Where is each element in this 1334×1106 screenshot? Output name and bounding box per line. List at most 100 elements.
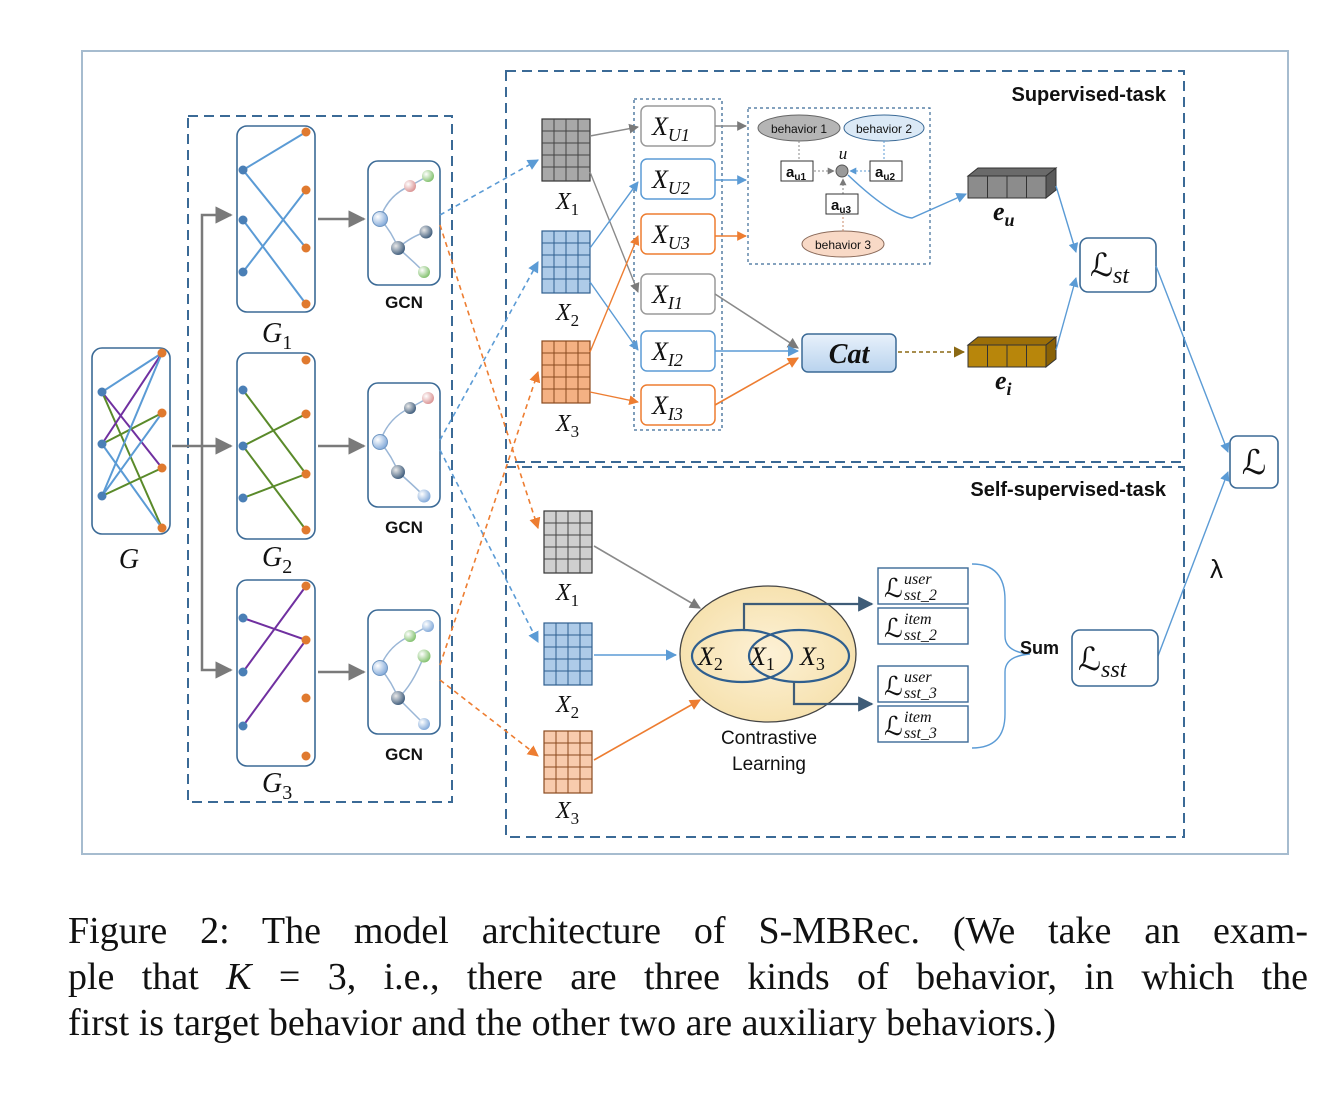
xi1-box: XI1 — [640, 273, 716, 315]
svg-text:XU3: XU3 — [651, 220, 690, 253]
matrix-X1-supervised-label: X1 — [555, 189, 579, 219]
matrix-X3-supervised-label: X3 — [555, 411, 579, 441]
matrix-X2-supervised-label: X2 — [555, 300, 579, 330]
graph-split-arrows — [172, 206, 233, 679]
svg-text:sst_3: sst_3 — [904, 685, 937, 702]
total-loss-box — [1229, 435, 1279, 489]
caption-k-variable: K — [226, 956, 252, 998]
eu-vector — [966, 166, 1058, 200]
svg-text:XU1: XU1 — [651, 112, 690, 145]
gcn-output-dashed-arrows — [439, 159, 541, 757]
xu-to-attention-arrows — [715, 121, 747, 241]
svg-text:XI3: XI3 — [651, 391, 683, 424]
xi-to-cat-arrows — [714, 293, 800, 406]
matrix-X2-self-supervised — [543, 622, 593, 686]
user-node — [835, 164, 849, 178]
sum-brace — [971, 563, 1031, 749]
matrix-X1-self-supervised-label: X1 — [555, 580, 579, 610]
lambda-label: λ — [1210, 554, 1223, 584]
gcn-input-arrows — [318, 210, 366, 681]
graph-G-label: G — [119, 544, 139, 575]
lsst-box — [1071, 629, 1159, 687]
gcn-label-2: GCN — [385, 518, 423, 537]
matrix-X3-self-supervised-label: X3 — [555, 798, 579, 828]
gcn-block-2 — [367, 382, 441, 508]
graph-G1 — [236, 125, 316, 313]
svg-text:item: item — [904, 709, 932, 726]
loss-item-sst2: ℒ item sst_2 — [877, 607, 969, 645]
xu2-box: XU2 — [640, 158, 716, 200]
svg-text:XU2: XU2 — [651, 165, 690, 198]
svg-text:au2: au2 — [875, 164, 895, 183]
sum-label: Sum — [1020, 638, 1059, 658]
caption-line-2-end: = 3, i.e., there are three kinds of beha… — [251, 956, 1308, 998]
supervised-panel — [505, 70, 1185, 463]
eu-label: eu — [993, 197, 1015, 230]
xu1-box: XU1 — [640, 105, 716, 147]
gcn-block-1 — [367, 160, 441, 286]
svg-text:XI1: XI1 — [651, 280, 683, 313]
attention-links — [798, 141, 885, 231]
xi2-box: XI2 — [640, 330, 716, 372]
architecture-diagram: Supervised-task Self-supervised-task G — [81, 50, 1289, 855]
matrix-X1-self-supervised — [543, 510, 593, 574]
svg-text:user: user — [904, 571, 932, 588]
matrix-X3-self-supervised — [543, 730, 593, 794]
svg-text:au3: au3 — [831, 197, 851, 216]
matrix-X1-supervised — [541, 118, 591, 182]
matrix-X3-supervised — [541, 340, 591, 404]
loss-user-sst3: ℒ user sst_3 — [877, 665, 969, 703]
contrastive-label-line2: Learning — [732, 754, 806, 775]
behavior-3-label: behavior 3 — [815, 238, 871, 252]
svg-text:ℒ: ℒ — [884, 672, 903, 701]
svg-text:ℒ: ℒ — [884, 614, 903, 643]
caption-line-3: first is target behavior and the other t… — [68, 1002, 1057, 1044]
figure-caption: Figure 2: The model architecture of S-MB… — [68, 908, 1308, 1046]
contrastive-circle-left — [690, 628, 794, 684]
supervised-title: Supervised-task — [1011, 84, 1166, 106]
graph-G3 — [236, 579, 316, 767]
embedding-column-frame — [633, 98, 723, 431]
svg-text:user: user — [904, 669, 932, 686]
ei-vector — [966, 335, 1058, 369]
matrix-to-embedding-arrows — [589, 123, 640, 405]
eu-ei-to-lst-arrows — [1055, 185, 1079, 351]
svg-text:sst_2: sst_2 — [904, 587, 937, 604]
self-supervised-title: Self-supervised-task — [970, 479, 1167, 501]
attention-weight-au1: au1 — [780, 160, 814, 183]
svg-text:XI2: XI2 — [651, 337, 683, 370]
contrastive-circle-right — [747, 628, 851, 684]
svg-text:item: item — [904, 611, 932, 628]
graph-G3-label: G3 — [262, 768, 292, 804]
total-loss-label: ℒ — [1242, 445, 1267, 482]
attention-module-frame — [747, 107, 931, 265]
contrastive-output-arrows — [742, 596, 874, 712]
user-node-label: u — [839, 144, 848, 163]
matrix-to-contrastive-arrows — [593, 545, 701, 761]
lst-box — [1079, 237, 1157, 293]
behavior-2-label: behavior 2 — [856, 122, 912, 136]
behavior-1-label: behavior 1 — [771, 122, 827, 136]
graph-G2-label: G2 — [262, 542, 292, 578]
graph-panel — [187, 115, 453, 803]
graph-G2 — [236, 352, 316, 540]
xi3-box: XI3 — [640, 384, 716, 426]
ei-label: ei — [995, 366, 1012, 399]
contrastive-learning-region — [679, 585, 857, 723]
self-supervised-panel — [505, 466, 1185, 838]
attention-weight-au3: au3 — [825, 193, 859, 216]
graph-G1-label: G1 — [262, 318, 292, 354]
contrastive-label-line1: Contrastive — [721, 728, 817, 749]
caption-line-1: Figure 2: The model architecture of S-MB… — [68, 910, 1308, 952]
attention-to-eu-arrow — [847, 174, 967, 219]
gcn-block-3 — [367, 609, 441, 735]
matrix-X2-self-supervised-label: X2 — [555, 692, 579, 722]
graph-G — [91, 347, 171, 535]
contrastive-X2: X2 — [697, 642, 723, 674]
svg-text:au1: au1 — [786, 164, 806, 183]
cat-label: Cat — [829, 339, 871, 370]
gcn-label-3: GCN — [385, 745, 423, 764]
matrix-X2-supervised — [541, 230, 591, 294]
contrastive-X3: X3 — [799, 642, 825, 674]
lsst-label: ℒsst — [1078, 641, 1128, 683]
